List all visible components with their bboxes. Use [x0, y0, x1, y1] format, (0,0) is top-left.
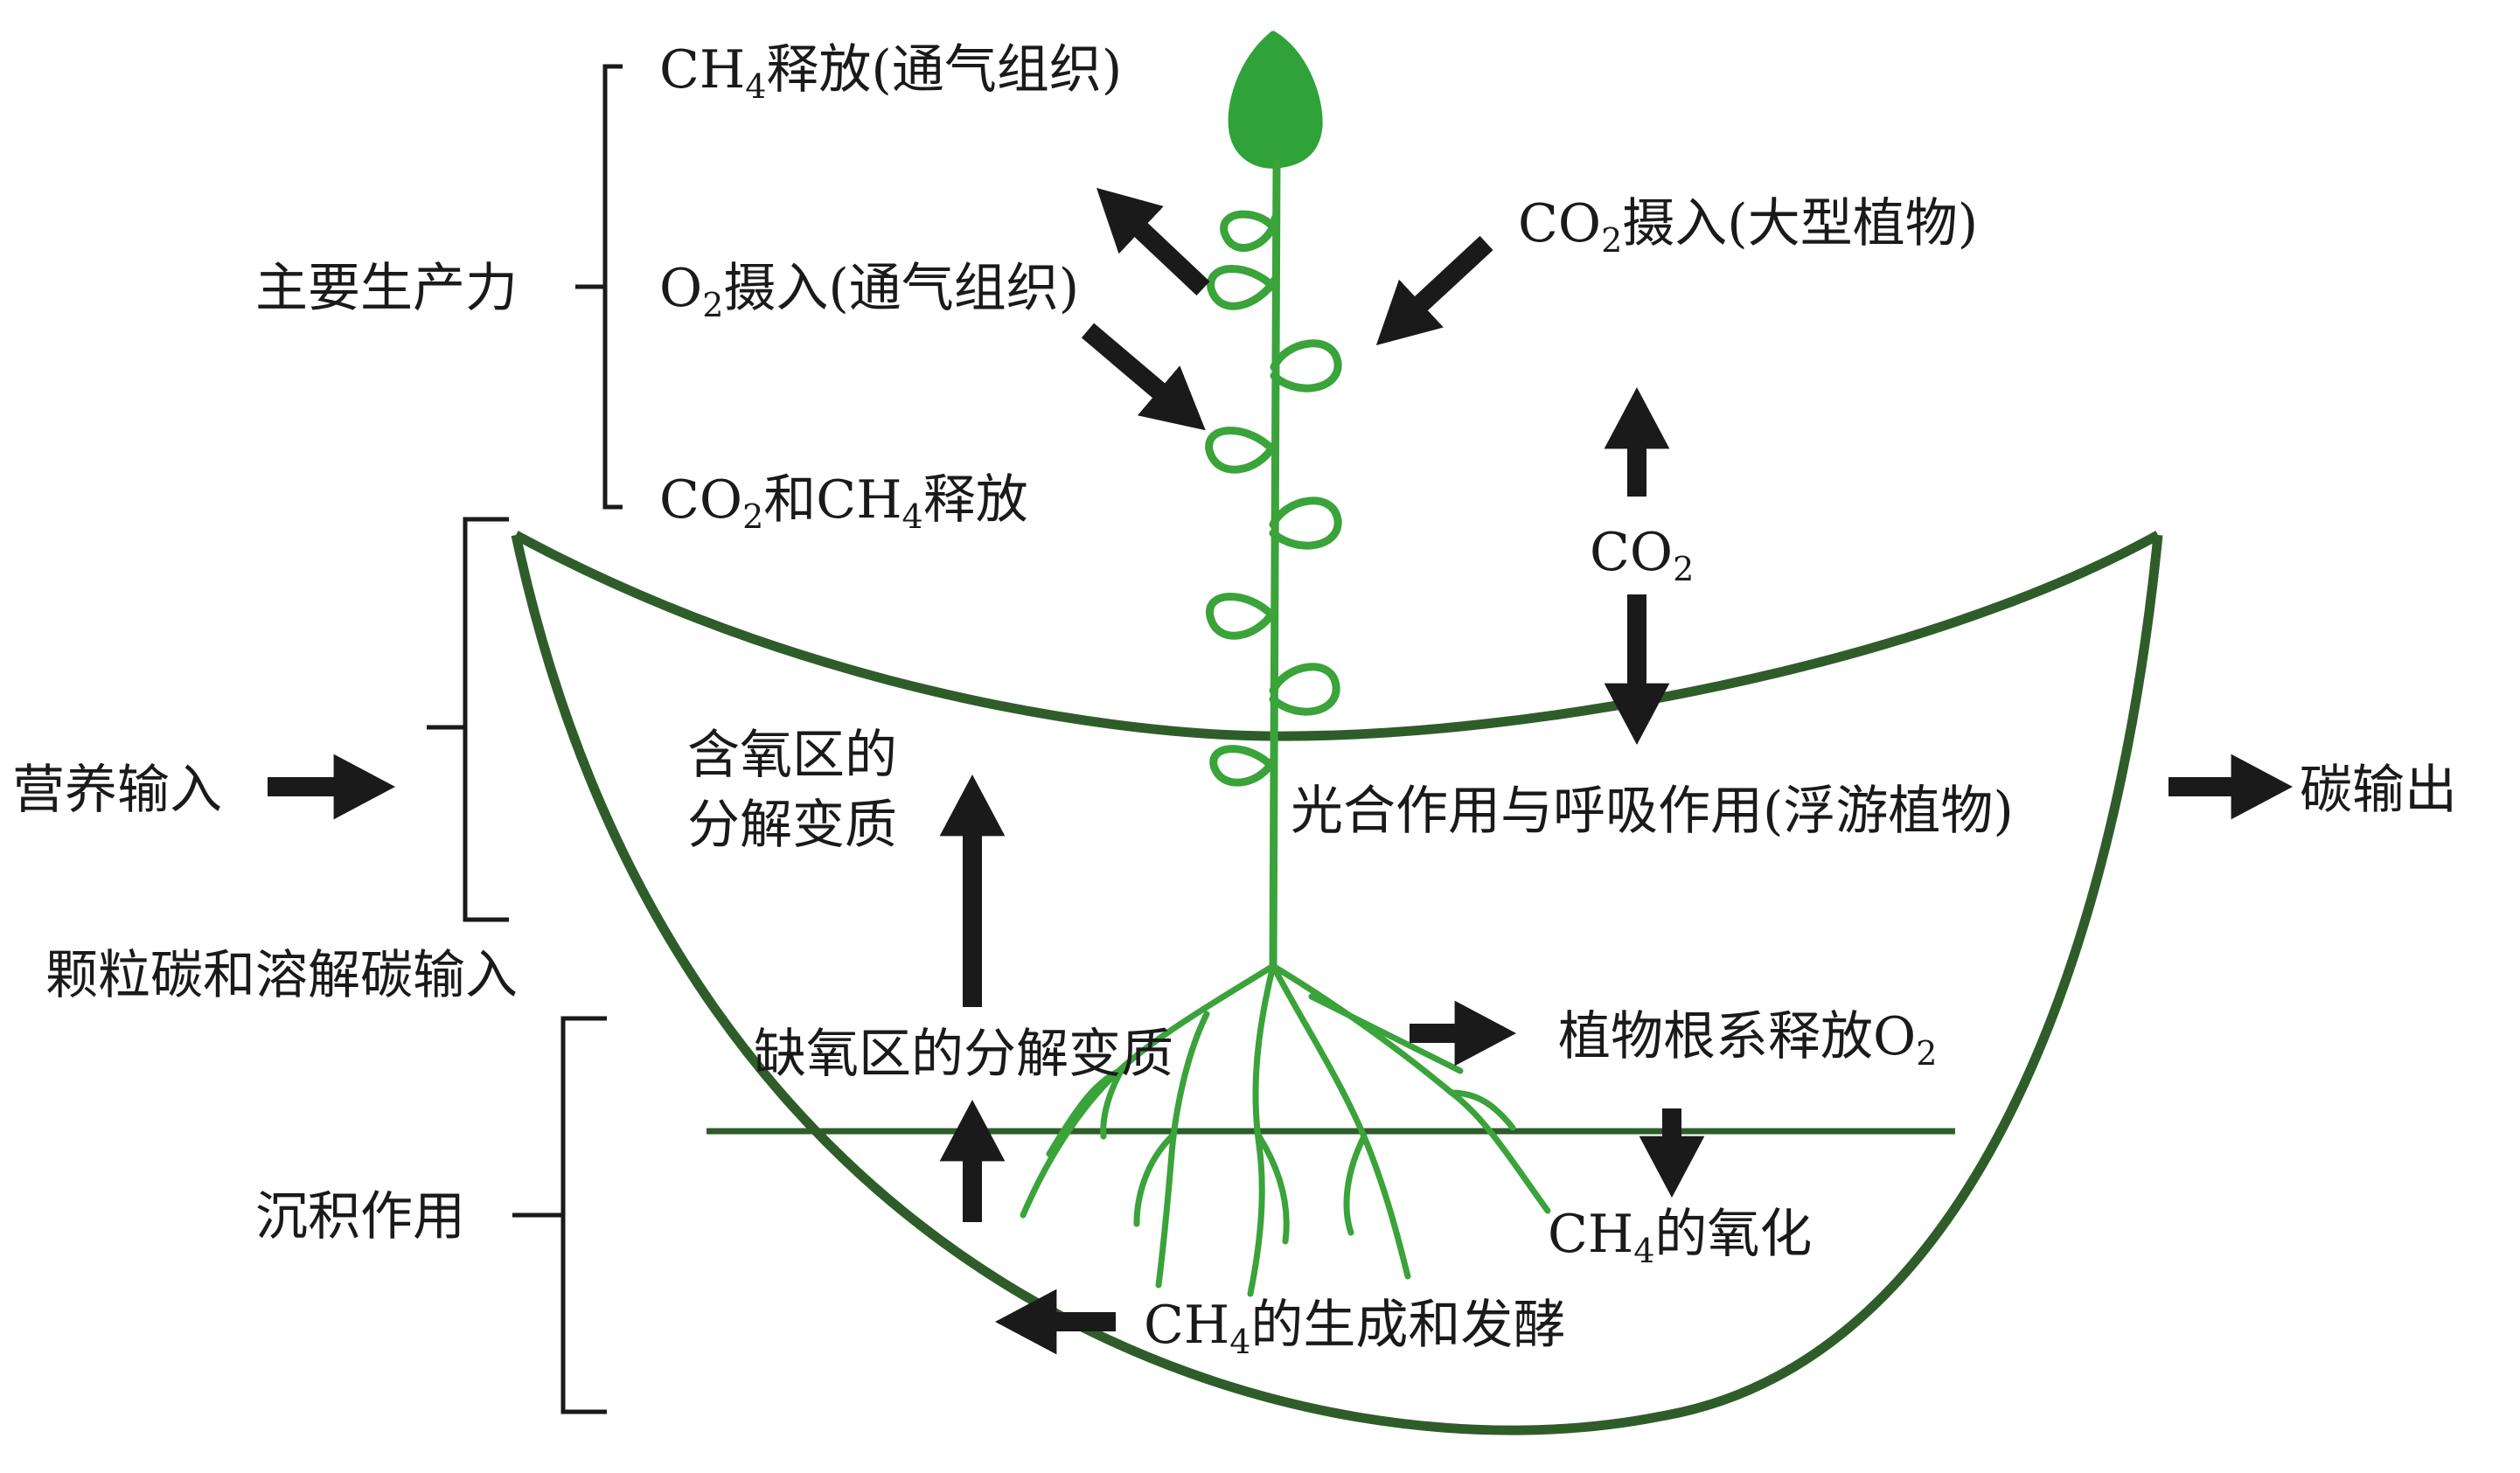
- bracket-input: [427, 517, 509, 922]
- label-co2-exchange: CO2: [1590, 522, 1694, 588]
- basin-outline: [511, 533, 2163, 1435]
- label-anoxic-decomposition: 缺氧区的分解变质: [754, 1024, 1173, 1085]
- aquatic-plant: [1020, 31, 1551, 1297]
- plant-leaves: [1205, 210, 1342, 787]
- water-surface-line: [513, 531, 2161, 741]
- label-sedimentation: 沉积作用: [255, 1186, 465, 1247]
- bracket-primary-productivity: [575, 64, 623, 510]
- label-photosynthesis-respiration: 光合作用与呼吸作用(浮游植物): [1291, 781, 2014, 842]
- flow-arrows: [268, 187, 2293, 1355]
- plant-flower: [1228, 31, 1323, 169]
- label-oxic-decomposition-line2: 分解变质: [687, 795, 897, 856]
- label-carbon-output: 碳输出: [2300, 760, 2457, 821]
- label-ch4-generation-fermentation: CH4的生成和发酵: [1144, 1295, 1565, 1361]
- wetland-basin: [511, 531, 2163, 1435]
- label-co2-ch4-release: CO2和CH4释放: [659, 469, 1028, 536]
- label-primary-productivity: 主要生产力: [255, 258, 518, 319]
- label-particulate-dissolved-carbon-input: 颗粒碳和溶解碳输入: [45, 945, 518, 1006]
- arrow-co2-uptake-in: [1375, 235, 1493, 345]
- labels: CH4释放(通气组织) 主要生产力 O2摄入(通气组织) CO2摄入(大型植物)…: [12, 39, 2457, 1361]
- plant-stem: [1269, 158, 1281, 973]
- bracket-sedimentation: [512, 1016, 607, 1414]
- label-nutrient-input: 营养输入: [12, 760, 222, 821]
- plant-roots: [1020, 962, 1551, 1297]
- label-ch4-oxidation: CH4的氧化: [1548, 1204, 1812, 1270]
- label-ch4-release-aerenchyma: CH4释放(通气组织): [659, 39, 1122, 106]
- label-co2-uptake-macrophyte: CO2摄入(大型植物): [1518, 193, 1978, 260]
- label-oxic-decomposition-line1: 含氧区的: [687, 725, 897, 786]
- arrow-o2-uptake-in: [1081, 323, 1206, 431]
- arrow-ch4-release-out: [1096, 187, 1210, 296]
- label-o2-uptake-aerenchyma: O2摄入(通气组织): [659, 258, 1079, 324]
- label-root-o2-release: 植物根系释放O2: [1558, 1006, 1937, 1073]
